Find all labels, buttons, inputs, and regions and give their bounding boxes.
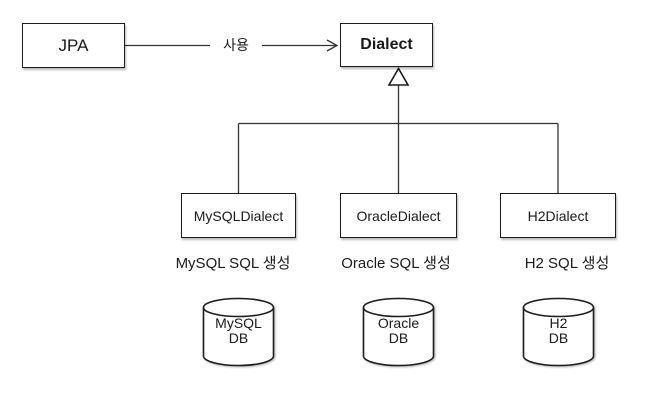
mysql-db-text: MySQL DB: [202, 316, 275, 346]
database-cylinder-icon: [362, 297, 435, 367]
h2-sql-caption: H2 SQL 생성: [524, 255, 610, 272]
oracle-db-cylinder: Oracle DB: [362, 297, 435, 367]
mysql-db-cylinder: MySQL DB: [202, 297, 275, 367]
oracle-dialect-node: OracleDialect: [340, 193, 457, 238]
use-edge-label: 사용: [210, 36, 262, 55]
h2-dialect-node: H2Dialect: [500, 193, 616, 238]
jpa-node-label: JPA: [58, 35, 89, 55]
open-arrowhead-icon: [326, 39, 339, 52]
oracle-db-line2: DB: [388, 330, 409, 346]
oracle-db-line1: Oracle: [377, 315, 420, 331]
h2-db-line2: DB: [548, 330, 569, 346]
oracle-dialect-label: OracleDialect: [356, 207, 441, 224]
inheritance-triangle-icon: [387, 66, 410, 86]
mysql-dialect-label: MySQLDialect: [193, 207, 284, 224]
h2-db-text: H2 DB: [522, 316, 595, 346]
dialect-node: Dialect: [340, 23, 433, 67]
mysql-dialect-node: MySQLDialect: [181, 193, 296, 238]
jpa-node: JPA: [22, 23, 125, 68]
h2-db-cylinder: H2 DB: [522, 297, 595, 367]
mysql-sql-caption: MySQL SQL 생성: [175, 255, 291, 272]
oracle-sql-caption: Oracle SQL 생성: [341, 255, 451, 272]
dialect-node-label: Dialect: [360, 36, 413, 53]
h2-dialect-label: H2Dialect: [527, 207, 589, 224]
h2-db-line1: H2: [549, 315, 568, 331]
database-cylinder-icon: [202, 297, 275, 367]
mysql-db-line1: MySQL: [215, 315, 262, 331]
oracle-db-text: Oracle DB: [362, 316, 435, 346]
mysql-db-line2: DB: [228, 330, 249, 346]
database-cylinder-icon: [522, 297, 595, 367]
